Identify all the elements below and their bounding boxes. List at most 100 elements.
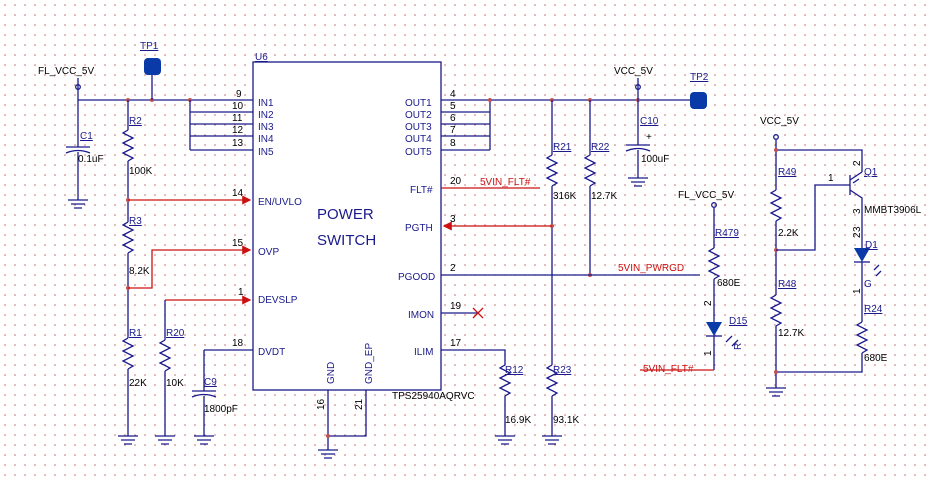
chip-ref: U6 bbox=[255, 52, 268, 63]
r22-value: 12.7K bbox=[591, 191, 617, 202]
supply-label-fl-vcc-left: FL_VCC_5V bbox=[38, 66, 94, 77]
pin-name-in2: IN2 bbox=[258, 110, 274, 121]
pin-name-in4: IN4 bbox=[258, 134, 274, 145]
r3-value: 8.2K bbox=[129, 266, 150, 277]
pin-name-out4: OUT4 bbox=[405, 134, 432, 145]
chip-u6[interactable]: U6 POWER SWITCH TPS25940AQRVC IN1 IN2 IN… bbox=[232, 52, 475, 410]
supply-label-fl-vcc-led: FL_VCC_5V bbox=[678, 190, 734, 201]
net-label-pwrgd: 5VIN_PWRGD bbox=[618, 263, 684, 274]
r20-ref: R20 bbox=[166, 328, 185, 339]
supply-label-vcc-right: VCC_5V bbox=[614, 66, 653, 77]
tp2-label: TP2 bbox=[690, 72, 709, 83]
pin-name-flt: FLT# bbox=[410, 185, 433, 196]
supply-label-vcc-q1: VCC_5V bbox=[760, 116, 799, 127]
pin-num-6: 6 bbox=[450, 113, 456, 124]
q1-pin-e: 2 bbox=[852, 160, 863, 166]
gnd-symbol-r20 bbox=[155, 435, 175, 445]
c10-value: 100uF bbox=[641, 154, 669, 165]
fault-led-circuit: FL_VCC_5V R479 680E D15 2 1 R 5VIN_FLT# bbox=[640, 190, 748, 375]
pin-name-ilim: ILIM bbox=[414, 347, 433, 358]
imon-no-connect bbox=[472, 307, 484, 319]
r20-value: 10K bbox=[166, 378, 184, 389]
gnd-symbol-c10 bbox=[628, 177, 648, 187]
pin-name-pgth: PGTH bbox=[405, 223, 433, 234]
r12-ref: R12 bbox=[505, 365, 524, 376]
d15-pin-a: 2 bbox=[703, 300, 714, 306]
r24-value: 680E bbox=[864, 353, 888, 364]
pin-num-10: 10 bbox=[232, 101, 244, 112]
q1-ref: Q1 bbox=[864, 167, 878, 178]
pin-num-20: 20 bbox=[450, 176, 462, 187]
c1-value: 0.1uF bbox=[78, 154, 104, 165]
pin-num-19: 19 bbox=[450, 301, 462, 312]
pin-name-devslp: DEVSLP bbox=[258, 295, 298, 306]
gnd-symbol-r1 bbox=[118, 435, 138, 445]
q1-pin-b: 1 bbox=[828, 173, 834, 184]
c9-value: 1800pF bbox=[204, 404, 238, 415]
pin-num-7: 7 bbox=[450, 125, 456, 136]
r1-ref: R1 bbox=[129, 328, 142, 339]
pin-num-2: 2 bbox=[450, 263, 456, 274]
r2-value: 100K bbox=[129, 166, 153, 177]
pin-name-ovp: OVP bbox=[258, 247, 279, 258]
r21-ref: R21 bbox=[553, 142, 572, 153]
pin-num-1: 1 bbox=[238, 287, 244, 298]
pin-num-21: 21 bbox=[354, 398, 365, 410]
r3-ref: R3 bbox=[129, 216, 142, 227]
chip-part: TPS25940AQRVC bbox=[392, 391, 475, 402]
net-label-flt-led: 5VIN_FLT# bbox=[643, 364, 694, 375]
pin-num-3: 3 bbox=[450, 214, 456, 225]
pin-name-en-uvlo: EN/UVLO bbox=[258, 197, 302, 208]
r23-value: 93.1K bbox=[553, 415, 579, 426]
pin-num-15: 15 bbox=[232, 238, 244, 249]
pin-name-out3: OUT3 bbox=[405, 122, 432, 133]
pin-name-pgood: PGOOD bbox=[398, 272, 435, 283]
chip-body[interactable] bbox=[252, 61, 442, 391]
gnd-symbol-chip bbox=[318, 449, 338, 459]
r23-ref: R23 bbox=[553, 365, 572, 376]
pin-num-11: 11 bbox=[232, 113, 243, 124]
pgood-led-circuit: VCC_5V R49 2.2K R48 12.7K 1 2 3 3 Q1 MMB… bbox=[760, 116, 922, 397]
d1-label: G bbox=[864, 279, 872, 290]
r21-value: 316K bbox=[553, 191, 577, 202]
chip-title-line1: POWER bbox=[317, 206, 374, 223]
pin-name-in1: IN1 bbox=[258, 98, 274, 109]
pin-name-gnd: GND bbox=[326, 362, 337, 384]
d15-pin-k: 1 bbox=[703, 350, 714, 356]
input-wiring: FL_VCC_5V TP1 C1 0.1uF R2 100K bbox=[38, 41, 367, 459]
pin-num-12: 12 bbox=[232, 125, 244, 136]
pin-name-gnd-ep: GND_EP bbox=[364, 343, 375, 384]
pin-name-in5: IN5 bbox=[258, 147, 274, 158]
d1-pin-a: 2 bbox=[852, 232, 863, 238]
tp2-pad[interactable] bbox=[690, 92, 707, 109]
q1-part: MMBT3906L bbox=[864, 205, 922, 216]
pin-name-in3: IN3 bbox=[258, 122, 274, 133]
tp1-pad[interactable] bbox=[144, 58, 161, 75]
d1-pin-k: 1 bbox=[852, 288, 863, 294]
d15-label: R bbox=[733, 343, 744, 350]
chip-title-line2: SWITCH bbox=[317, 232, 376, 249]
r48-value: 12.7K bbox=[778, 328, 804, 339]
r1-value: 22K bbox=[129, 378, 147, 389]
output-wiring: VCC_5V TP2 C10 + 100uF R21 316K R23 93.1… bbox=[441, 66, 709, 445]
c10-ref: C10 bbox=[640, 116, 659, 127]
r48-ref: R48 bbox=[778, 279, 797, 290]
r479-ref: R479 bbox=[715, 228, 739, 239]
pin-num-16: 16 bbox=[316, 398, 327, 410]
r22-ref: R22 bbox=[591, 142, 610, 153]
q1-pin-c: 3 bbox=[852, 208, 863, 214]
r2-ref: R2 bbox=[129, 116, 142, 127]
pin-num-14: 14 bbox=[232, 188, 244, 199]
r49-value: 2.2K bbox=[778, 228, 799, 239]
r24-ref: R24 bbox=[864, 304, 883, 315]
r49-ref: R49 bbox=[778, 167, 797, 178]
pin-num-8: 8 bbox=[450, 138, 456, 149]
d15-led bbox=[706, 322, 722, 336]
pin-name-imon: IMON bbox=[408, 310, 434, 321]
tp1-label: TP1 bbox=[140, 41, 159, 52]
gnd-symbol-r48 bbox=[766, 387, 786, 397]
net-label-flt-out: 5VIN_FLT# bbox=[480, 177, 531, 188]
d15-ref: D15 bbox=[729, 316, 748, 327]
gnd-symbol-c9 bbox=[194, 435, 214, 445]
